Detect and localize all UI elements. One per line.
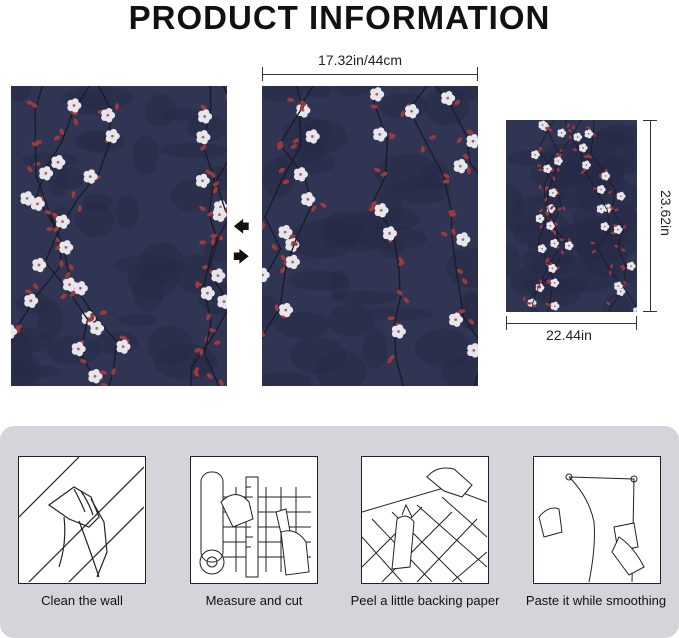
arrow-right-icon: 🡆 (233, 249, 250, 266)
roll-width-dimension (262, 67, 478, 81)
step-label: Paste it while smoothing (525, 593, 667, 608)
hand-wiping-wall-icon (18, 456, 145, 583)
paste-smoothing-icon (538, 473, 645, 583)
floral-pattern (11, 86, 227, 386)
wallpaper-panel-left (11, 86, 227, 386)
floral-pattern (506, 120, 637, 312)
arrow-left-icon: 🡄 (233, 219, 250, 236)
sample-width-dimension (506, 316, 637, 330)
step-clean-wall (18, 456, 146, 584)
peel-backing-icon (361, 467, 488, 583)
sample-width-label: 22.44in (546, 327, 592, 343)
step-paste-smoothing (533, 456, 661, 584)
wallpaper-panel-sample (506, 120, 637, 312)
sample-height-label: 23.62in (658, 190, 674, 236)
sample-height-dimension (643, 120, 657, 312)
step-measure-cut (190, 456, 318, 584)
ruler-cutter-icon (199, 471, 311, 578)
wallpaper-panel-middle (262, 86, 478, 386)
step-label: Measure and cut (205, 593, 303, 608)
page-title: PRODUCT INFORMATION (128, 0, 551, 36)
step-label: Peel a little backing paper (350, 593, 500, 608)
floral-pattern (262, 86, 478, 386)
step-label: Clean the wall (41, 593, 123, 608)
step-peel-backing (361, 456, 489, 584)
roll-width-label: 17.32in/44cm (318, 52, 403, 68)
